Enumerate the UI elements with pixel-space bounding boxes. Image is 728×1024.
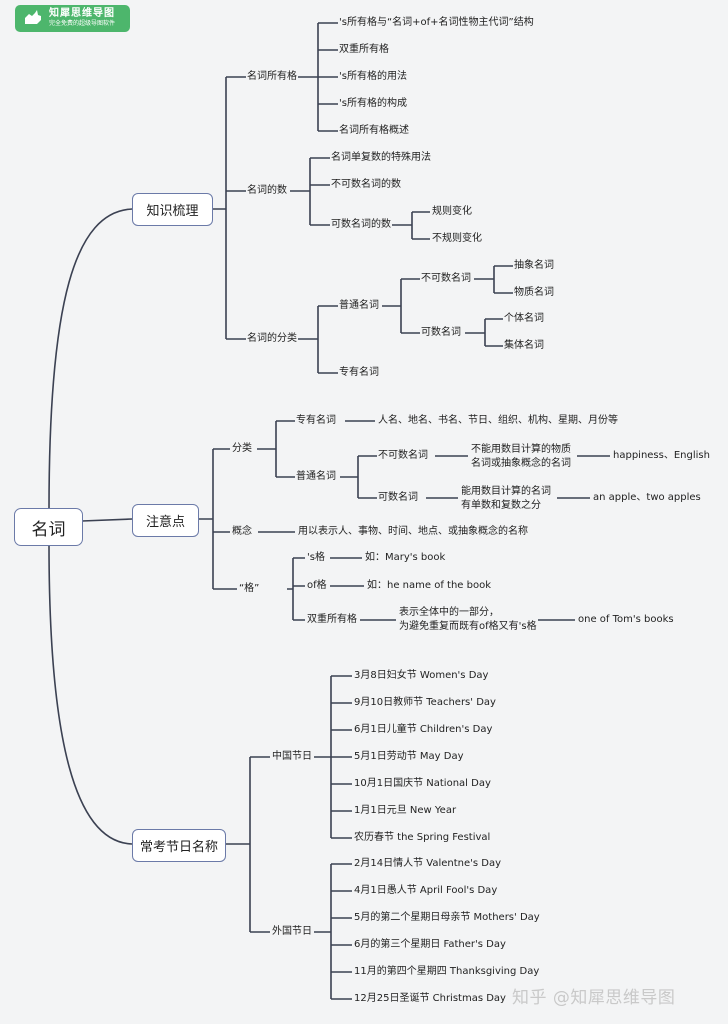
node-holiday-item[interactable]: 6月1日儿童节 Children's Day xyxy=(353,724,494,736)
node-foreign-holidays[interactable]: 外国节日 xyxy=(271,926,313,938)
node-holiday-item[interactable]: 9月10日教师节 Teachers' Day xyxy=(353,697,497,709)
node-classify-common[interactable]: 普通名词 xyxy=(338,300,380,312)
node-category-countable[interactable]: 可数名词 xyxy=(377,492,419,504)
node-possessive-item[interactable]: 's所有格的构成 xyxy=(338,98,408,110)
node-category[interactable]: 分类 xyxy=(231,443,253,455)
node-possessive[interactable]: 名词所有格 xyxy=(246,71,298,83)
node-category-uncountable-example[interactable]: happiness、English xyxy=(612,450,711,462)
node-ge-double[interactable]: 双重所有格 xyxy=(306,614,358,626)
node-category-proper-desc[interactable]: 人名、地名、书名、节日、组织、机构、星期、月份等 xyxy=(377,415,619,427)
node-holiday-item[interactable]: 2月14日情人节 Valentne's Day xyxy=(353,858,503,870)
node-concept[interactable]: 概念 xyxy=(231,526,253,538)
node-classify-uncountable[interactable]: 不可数名词 xyxy=(420,273,472,285)
node-possessive-item[interactable]: 's所有格的用法 xyxy=(338,71,408,83)
logo: 知犀思维导图 完全免费的超级导图软件 xyxy=(15,5,130,32)
node-category-uncountable[interactable]: 不可数名词 xyxy=(377,450,429,462)
node-ge-s-example[interactable]: 如：Mary's book xyxy=(364,552,447,564)
node-category-proper[interactable]: 专有名词 xyxy=(295,415,337,427)
node-number[interactable]: 名词的数 xyxy=(246,185,288,197)
node-number-special[interactable]: 名词单复数的特殊用法 xyxy=(330,152,432,164)
node-ge-of[interactable]: of格 xyxy=(306,580,328,592)
node-classify-abstract[interactable]: 抽象名词 xyxy=(513,260,555,272)
desc-line: 表示全体中的一部分， xyxy=(399,607,499,618)
node-holiday-item[interactable]: 12月25日圣诞节 Christmas Day xyxy=(353,993,507,1005)
root-node[interactable]: 名词 xyxy=(14,508,83,546)
node-classify-countable[interactable]: 可数名词 xyxy=(420,327,462,339)
node-number-countable[interactable]: 可数名词的数 xyxy=(330,219,392,231)
node-category-common[interactable]: 普通名词 xyxy=(295,471,337,483)
node-china-holidays[interactable]: 中国节日 xyxy=(271,751,313,763)
node-possessive-item[interactable]: 's所有格与“名词+of+名词性物主代词”结构 xyxy=(338,17,535,29)
node-classify-collective[interactable]: 集体名词 xyxy=(503,340,545,352)
desc-line: 名词或抽象概念的名词 xyxy=(471,458,571,469)
node-possessive-item[interactable]: 双重所有格 xyxy=(338,44,390,56)
node-classify-proper[interactable]: 专有名词 xyxy=(338,367,380,379)
node-number-regular[interactable]: 规则变化 xyxy=(431,206,473,218)
node-number-uncountable[interactable]: 不可数名词的数 xyxy=(330,179,402,191)
node-classify-material[interactable]: 物质名词 xyxy=(513,287,555,299)
logo-title: 知犀思维导图 xyxy=(49,8,115,19)
node-holiday-item[interactable]: 5月的第二个星期日母亲节 Mothers' Day xyxy=(353,912,541,924)
node-possessive-item[interactable]: 名词所有格概述 xyxy=(338,125,410,137)
node-holiday-item[interactable]: 4月1日愚人节 April Fool's Day xyxy=(353,885,499,897)
node-classify-individual[interactable]: 个体名词 xyxy=(503,313,545,325)
node-holiday-item[interactable]: 5月1日劳动节 May Day xyxy=(353,751,465,763)
desc-line: 为避免重复而既有of格又有's格 xyxy=(399,621,537,632)
node-holiday-item[interactable]: 11月的第四个星期四 Thanksgiving Day xyxy=(353,966,541,978)
node-classify[interactable]: 名词的分类 xyxy=(246,333,298,345)
branch-notes[interactable]: 注意点 xyxy=(132,504,199,537)
node-ge-s[interactable]: 's格 xyxy=(306,552,326,564)
node-ge-double-example[interactable]: one of Tom's books xyxy=(577,614,675,626)
node-holiday-item[interactable]: 3月8日妇女节 Women's Day xyxy=(353,670,490,682)
node-category-countable-desc[interactable]: 能用数目计算的名词 有单数和复数之分 xyxy=(460,485,552,513)
branch-holidays[interactable]: 常考节日名称 xyxy=(132,829,226,862)
node-category-countable-example[interactable]: an apple、two apples xyxy=(592,492,702,504)
node-holiday-item[interactable]: 农历春节 the Spring Festival xyxy=(353,832,492,844)
node-ge-of-example[interactable]: 如：he name of the book xyxy=(366,580,492,592)
desc-line: 有单数和复数之分 xyxy=(461,500,541,511)
desc-line: 不能用数目计算的物质 xyxy=(471,444,571,455)
node-concept-desc[interactable]: 用以表示人、事物、时间、地点、或抽象概念的名称 xyxy=(297,526,529,538)
node-holiday-item[interactable]: 10月1日国庆节 National Day xyxy=(353,778,492,790)
desc-line: 能用数目计算的名词 xyxy=(461,486,551,497)
watermark: 知乎 @知犀思维导图 xyxy=(512,988,676,1008)
node-holiday-item[interactable]: 6月的第三个星期日 Father's Day xyxy=(353,939,507,951)
node-ge[interactable]: “格” xyxy=(238,583,261,595)
rhino-icon xyxy=(25,10,41,24)
logo-subtitle: 完全免费的超级导图软件 xyxy=(49,20,116,27)
branch-knowledge[interactable]: 知识梳理 xyxy=(132,193,213,226)
node-category-uncountable-desc[interactable]: 不能用数目计算的物质 名词或抽象概念的名词 xyxy=(470,443,572,471)
node-ge-double-desc[interactable]: 表示全体中的一部分， 为避免重复而既有of格又有's格 xyxy=(398,606,538,634)
node-holiday-item[interactable]: 1月1日元旦 New Year xyxy=(353,805,458,817)
node-number-irregular[interactable]: 不规则变化 xyxy=(431,233,483,245)
